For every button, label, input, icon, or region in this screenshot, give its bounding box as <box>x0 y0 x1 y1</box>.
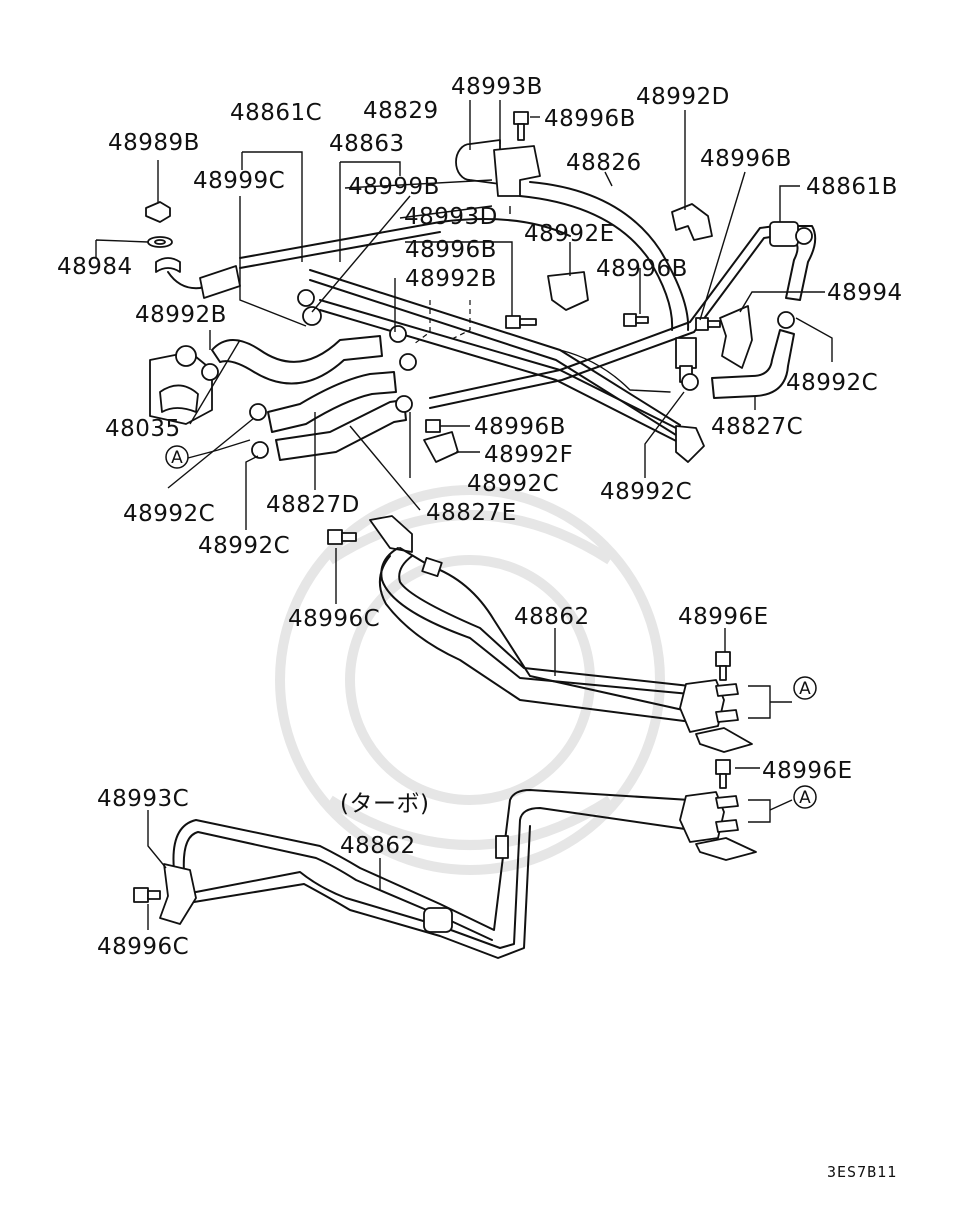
part-label-48992b-left: 48992B <box>135 302 227 328</box>
part-label-48992c-left2: 48992C <box>198 533 290 559</box>
upper-assembly <box>145 111 817 463</box>
reference-a-label-1: A <box>171 448 183 468</box>
part-label-48992c-right: 48992C <box>786 370 878 396</box>
part-label-48992e: 48992E <box>524 221 615 247</box>
reference-circle-a-1: A <box>165 445 189 469</box>
part-label-48996c-mid: 48996C <box>288 606 380 632</box>
cooler-middle <box>327 515 753 753</box>
reference-circle-a-2: A <box>793 676 817 700</box>
part-label-48993b: 48993B <box>451 74 543 100</box>
watermark <box>275 485 665 875</box>
part-label-48992d: 48992D <box>636 84 730 110</box>
part-label-48996b-top: 48996B <box>544 106 636 132</box>
reference-a-label-2: A <box>799 679 811 699</box>
part-label-48035: 48035 <box>105 416 181 442</box>
part-label-48827d: 48827D <box>266 492 360 518</box>
part-label-48994: 48994 <box>827 280 903 306</box>
part-label-48996b-mid2: 48996B <box>596 256 688 282</box>
part-label-48989b: 48989B <box>108 130 200 156</box>
part-label-48863: 48863 <box>329 131 405 157</box>
part-label-48999c: 48999C <box>193 168 285 194</box>
part-label-48996b-low: 48996B <box>474 414 566 440</box>
reference-a-label-3: A <box>799 788 811 808</box>
part-label-48996e-bottom: 48996E <box>762 758 853 784</box>
upper-leaders <box>95 100 833 530</box>
turbo-note: (ターボ) <box>340 791 429 817</box>
part-label-48992c-mid: 48992C <box>467 471 559 497</box>
part-label-48993d: 48993D <box>404 204 498 230</box>
part-label-48827e: 48827E <box>426 500 517 526</box>
part-label-48996e-top: 48996E <box>678 604 769 630</box>
bottom-leaders <box>147 799 793 930</box>
part-label-48984: 48984 <box>57 254 133 280</box>
reference-circle-a-3: A <box>793 785 817 809</box>
part-label-48862-top: 48862 <box>514 604 590 630</box>
middle-leaders <box>335 548 792 769</box>
part-label-48993c: 48993C <box>97 786 189 812</box>
part-label-48996c-bottom: 48996C <box>97 934 189 960</box>
part-label-48999b: 48999B <box>348 174 440 200</box>
part-label-48992c-left: 48992C <box>123 501 215 527</box>
part-label-48861c: 48861C <box>230 100 322 126</box>
part-label-48827c: 48827C <box>711 414 803 440</box>
cooler-bottom <box>133 759 757 959</box>
part-label-48996b-right: 48996B <box>700 146 792 172</box>
part-labels: 48993B 48829 48996B 48992D 48861C 48863 … <box>57 74 903 960</box>
part-label-48826: 48826 <box>566 150 642 176</box>
part-label-48992b-mid: 48992B <box>405 266 497 292</box>
part-label-48992c-right2: 48992C <box>600 479 692 505</box>
part-label-48829: 48829 <box>363 98 439 124</box>
part-label-48992f: 48992F <box>484 442 573 468</box>
part-label-48996b-mid: 48996B <box>405 237 497 263</box>
part-label-48861b: 48861B <box>806 174 898 200</box>
part-label-48862-bottom: 48862 <box>340 833 416 859</box>
diagram-code: 3ES7B11 <box>827 1163 897 1181</box>
